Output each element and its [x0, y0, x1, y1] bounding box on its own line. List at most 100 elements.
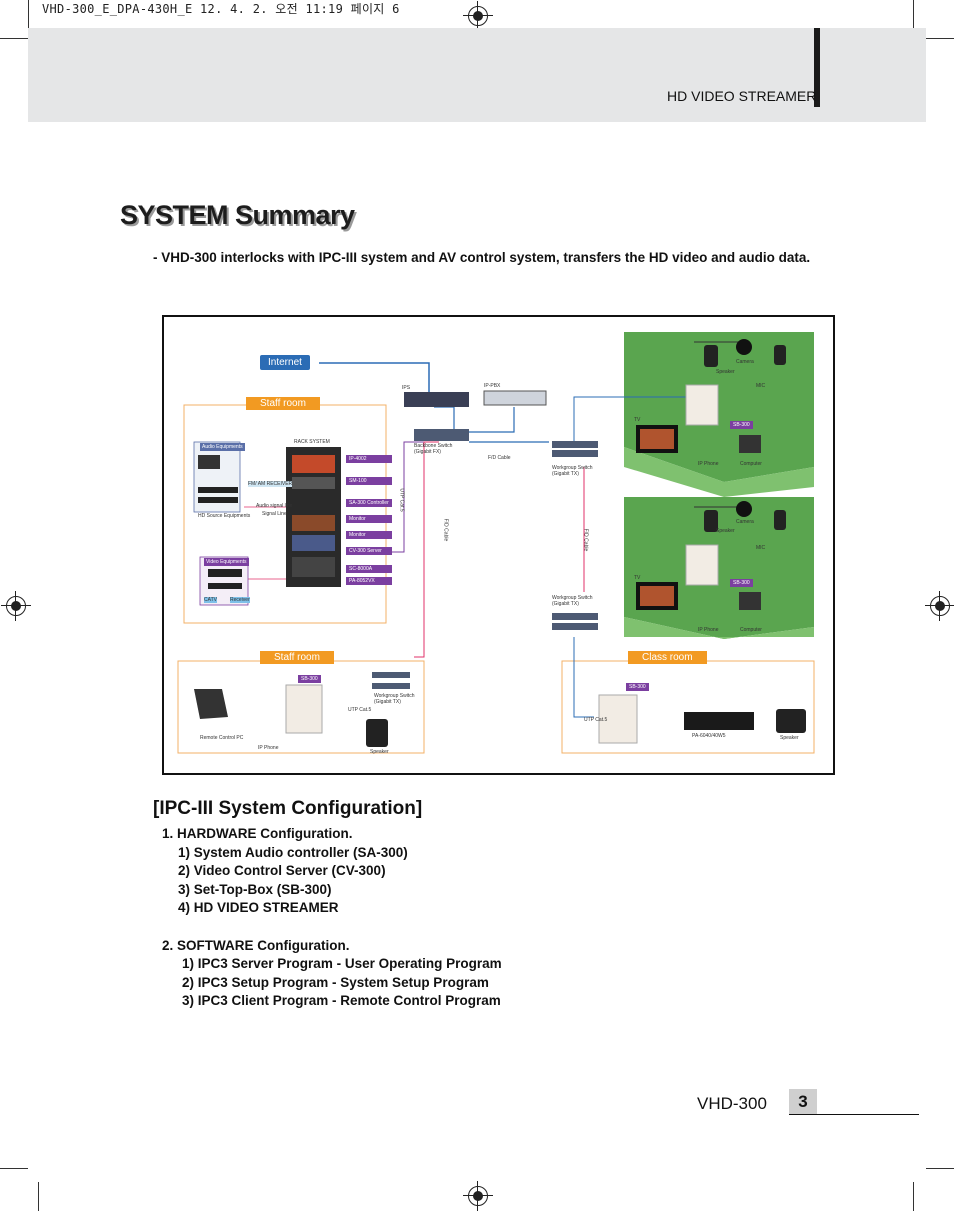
- registration-mark-icon: [925, 591, 954, 621]
- class-speaker: [776, 709, 806, 733]
- rack-label: SM-100: [346, 477, 392, 485]
- workgroup-switch-1: [552, 441, 598, 448]
- crop-mark: [28, 0, 29, 28]
- audio-equipments-label: Audio Equipments: [200, 443, 245, 451]
- staff-room-label-2: Staff room: [260, 651, 334, 664]
- config-item: 1) IPC3 Server Program - User Operating …: [182, 956, 502, 972]
- intro-text: - VHD-300 interlocks with IPC-III system…: [153, 250, 811, 265]
- registration-mark-icon: [463, 1, 493, 31]
- bottom-speaker: [366, 719, 388, 747]
- sb300-box-4: [598, 694, 638, 744]
- workgroup-switch-3: [372, 672, 410, 678]
- speaker-label-4: Speaker: [780, 735, 799, 741]
- diagram-canvas: [177, 332, 815, 754]
- internet-label: Internet: [260, 355, 310, 370]
- sb300-tag-4: SB-300: [626, 683, 649, 691]
- crop-mark: [38, 1182, 39, 1211]
- computer-label-1: Computer: [740, 461, 762, 467]
- sb300-box-1: [685, 384, 719, 426]
- camera-1: [736, 339, 752, 355]
- classroom-speaker-2: [704, 510, 718, 532]
- rack-label: IP-4002: [346, 455, 392, 463]
- sb300-tag-2: SB-300: [730, 579, 753, 587]
- utp-label-class: UTP Cat.5: [584, 717, 608, 723]
- header-accent-bar: [814, 28, 820, 107]
- config-heading: [IPC-III System Configuration]: [153, 798, 423, 819]
- crop-mark: [0, 1168, 28, 1169]
- sb300-tag-1: SB-300: [730, 421, 753, 429]
- remote-pc-label: Remote Control PC: [200, 735, 244, 741]
- registration-mark-icon: [1, 591, 31, 621]
- config-item: 3) Set-Top-Box (SB-300): [178, 881, 332, 897]
- config-spacer: [162, 918, 502, 937]
- speaker-label-2: Speaker: [716, 528, 735, 534]
- computer-1: [739, 435, 761, 453]
- workgroup-switch-3-label: Workgroup Switch (Gigabit TX): [374, 693, 415, 705]
- header-band: [28, 28, 926, 122]
- fd-cable-vertical-label-2: F/D Cable: [582, 528, 589, 552]
- crop-mark: [926, 1168, 954, 1169]
- ips-device: [404, 392, 469, 407]
- sb300-box-3: [285, 684, 323, 734]
- utp-cat5-label: UTP Cat.5: [398, 488, 405, 512]
- catv-label: CATV: [204, 597, 217, 603]
- page-title: SYSTEM Summary: [120, 200, 355, 230]
- mic-label-1: MIC: [756, 383, 766, 389]
- remote-laptop: [194, 689, 228, 719]
- workgroup-switch-2: [552, 613, 598, 620]
- config-item: 3) IPC3 Client Program - Remote Control …: [182, 993, 501, 1009]
- staff-room-label: Staff room: [246, 397, 320, 410]
- config-item: 1. HARDWARE Configuration.: [162, 826, 353, 841]
- crop-mark: [913, 0, 914, 28]
- workgroup-switch-2-label: Workgroup Switch (Gigabit TX): [552, 595, 593, 607]
- sb300-tag-3: SB-300: [298, 675, 321, 683]
- ip-pbx-label: IP-PBX: [484, 383, 501, 389]
- fm-receiver-label: FM/ AM RECEIVER: [248, 481, 293, 487]
- ip-phone-label-2: IP Phone: [698, 627, 719, 633]
- fd-cable-label: F/D Cable: [488, 455, 511, 461]
- video-equipments-label: Video Equipments: [204, 558, 249, 566]
- utp-label-staff: UTP Cat.5: [348, 707, 372, 713]
- config-item: 2. SOFTWARE Configuration.: [162, 937, 350, 953]
- registration-mark-icon: [463, 1181, 493, 1211]
- computer-2: [739, 592, 761, 610]
- config-item: 2) IPC3 Setup Program - System Setup Pro…: [182, 974, 489, 990]
- workgroup-switch-1-label: Workgroup Switch (Gigabit TX): [552, 465, 593, 477]
- config-item: 2) Video Control Server (CV-300): [178, 863, 386, 879]
- sb300-box-2: [685, 544, 719, 586]
- rack-label-list: IP-4002 SM-100 SA-300 Controller Monitor…: [346, 455, 392, 585]
- footer-model: VHD-300: [697, 1094, 767, 1113]
- rack-label: SA-300 Controller: [346, 499, 392, 507]
- rack-label: PA-8052VX: [346, 577, 392, 585]
- system-diagram: Internet Staff room Staff room Class roo…: [162, 315, 835, 775]
- camera-label-1: Camera: [736, 359, 754, 365]
- crop-mark: [926, 38, 954, 39]
- page-number: 3: [789, 1089, 817, 1115]
- config-item: 1) System Audio controller (SA-300): [178, 844, 408, 860]
- class-room-label: Class room: [628, 651, 707, 664]
- pa-amp-label: PA-6040/40W5: [692, 733, 726, 739]
- camera-label-2: Camera: [736, 519, 754, 525]
- pa-amplifier: [684, 712, 754, 730]
- audio-signal-line-label: Audio signal line: [256, 503, 293, 509]
- rack-label: CV-300 Server: [346, 547, 392, 555]
- camera-2: [736, 501, 752, 517]
- header-title: HD VIDEO STREAMER: [667, 88, 817, 104]
- footer-rule: [789, 1114, 919, 1115]
- crop-mark: [0, 38, 28, 39]
- fd-cable-vertical-label: F/D Cable: [442, 518, 449, 542]
- ips-label: IPS: [402, 385, 411, 391]
- rack-label: SC-8000A: [346, 565, 392, 573]
- rack-label: Monitor: [346, 515, 392, 523]
- tv-label-2: TV: [634, 575, 641, 581]
- hd-source-label: HD Source Equipments: [198, 513, 251, 519]
- receiver-label: Receiver: [230, 597, 250, 603]
- rack-label: Monitor: [346, 531, 392, 539]
- config-list: 1. HARDWARE Configuration. 1) System Aud…: [162, 825, 502, 1011]
- backbone-switch: [414, 429, 469, 441]
- backbone-switch-label: Backbone Switch (Gigabit FX): [414, 443, 453, 455]
- ip-phone-label-1: IP Phone: [698, 461, 719, 467]
- tv-label-1: TV: [634, 417, 641, 423]
- speaker-label-1: Speaker: [716, 369, 735, 375]
- print-header: VHD-300_E_DPA-430H_E 12. 4. 2. 오전 11:19 …: [42, 2, 400, 16]
